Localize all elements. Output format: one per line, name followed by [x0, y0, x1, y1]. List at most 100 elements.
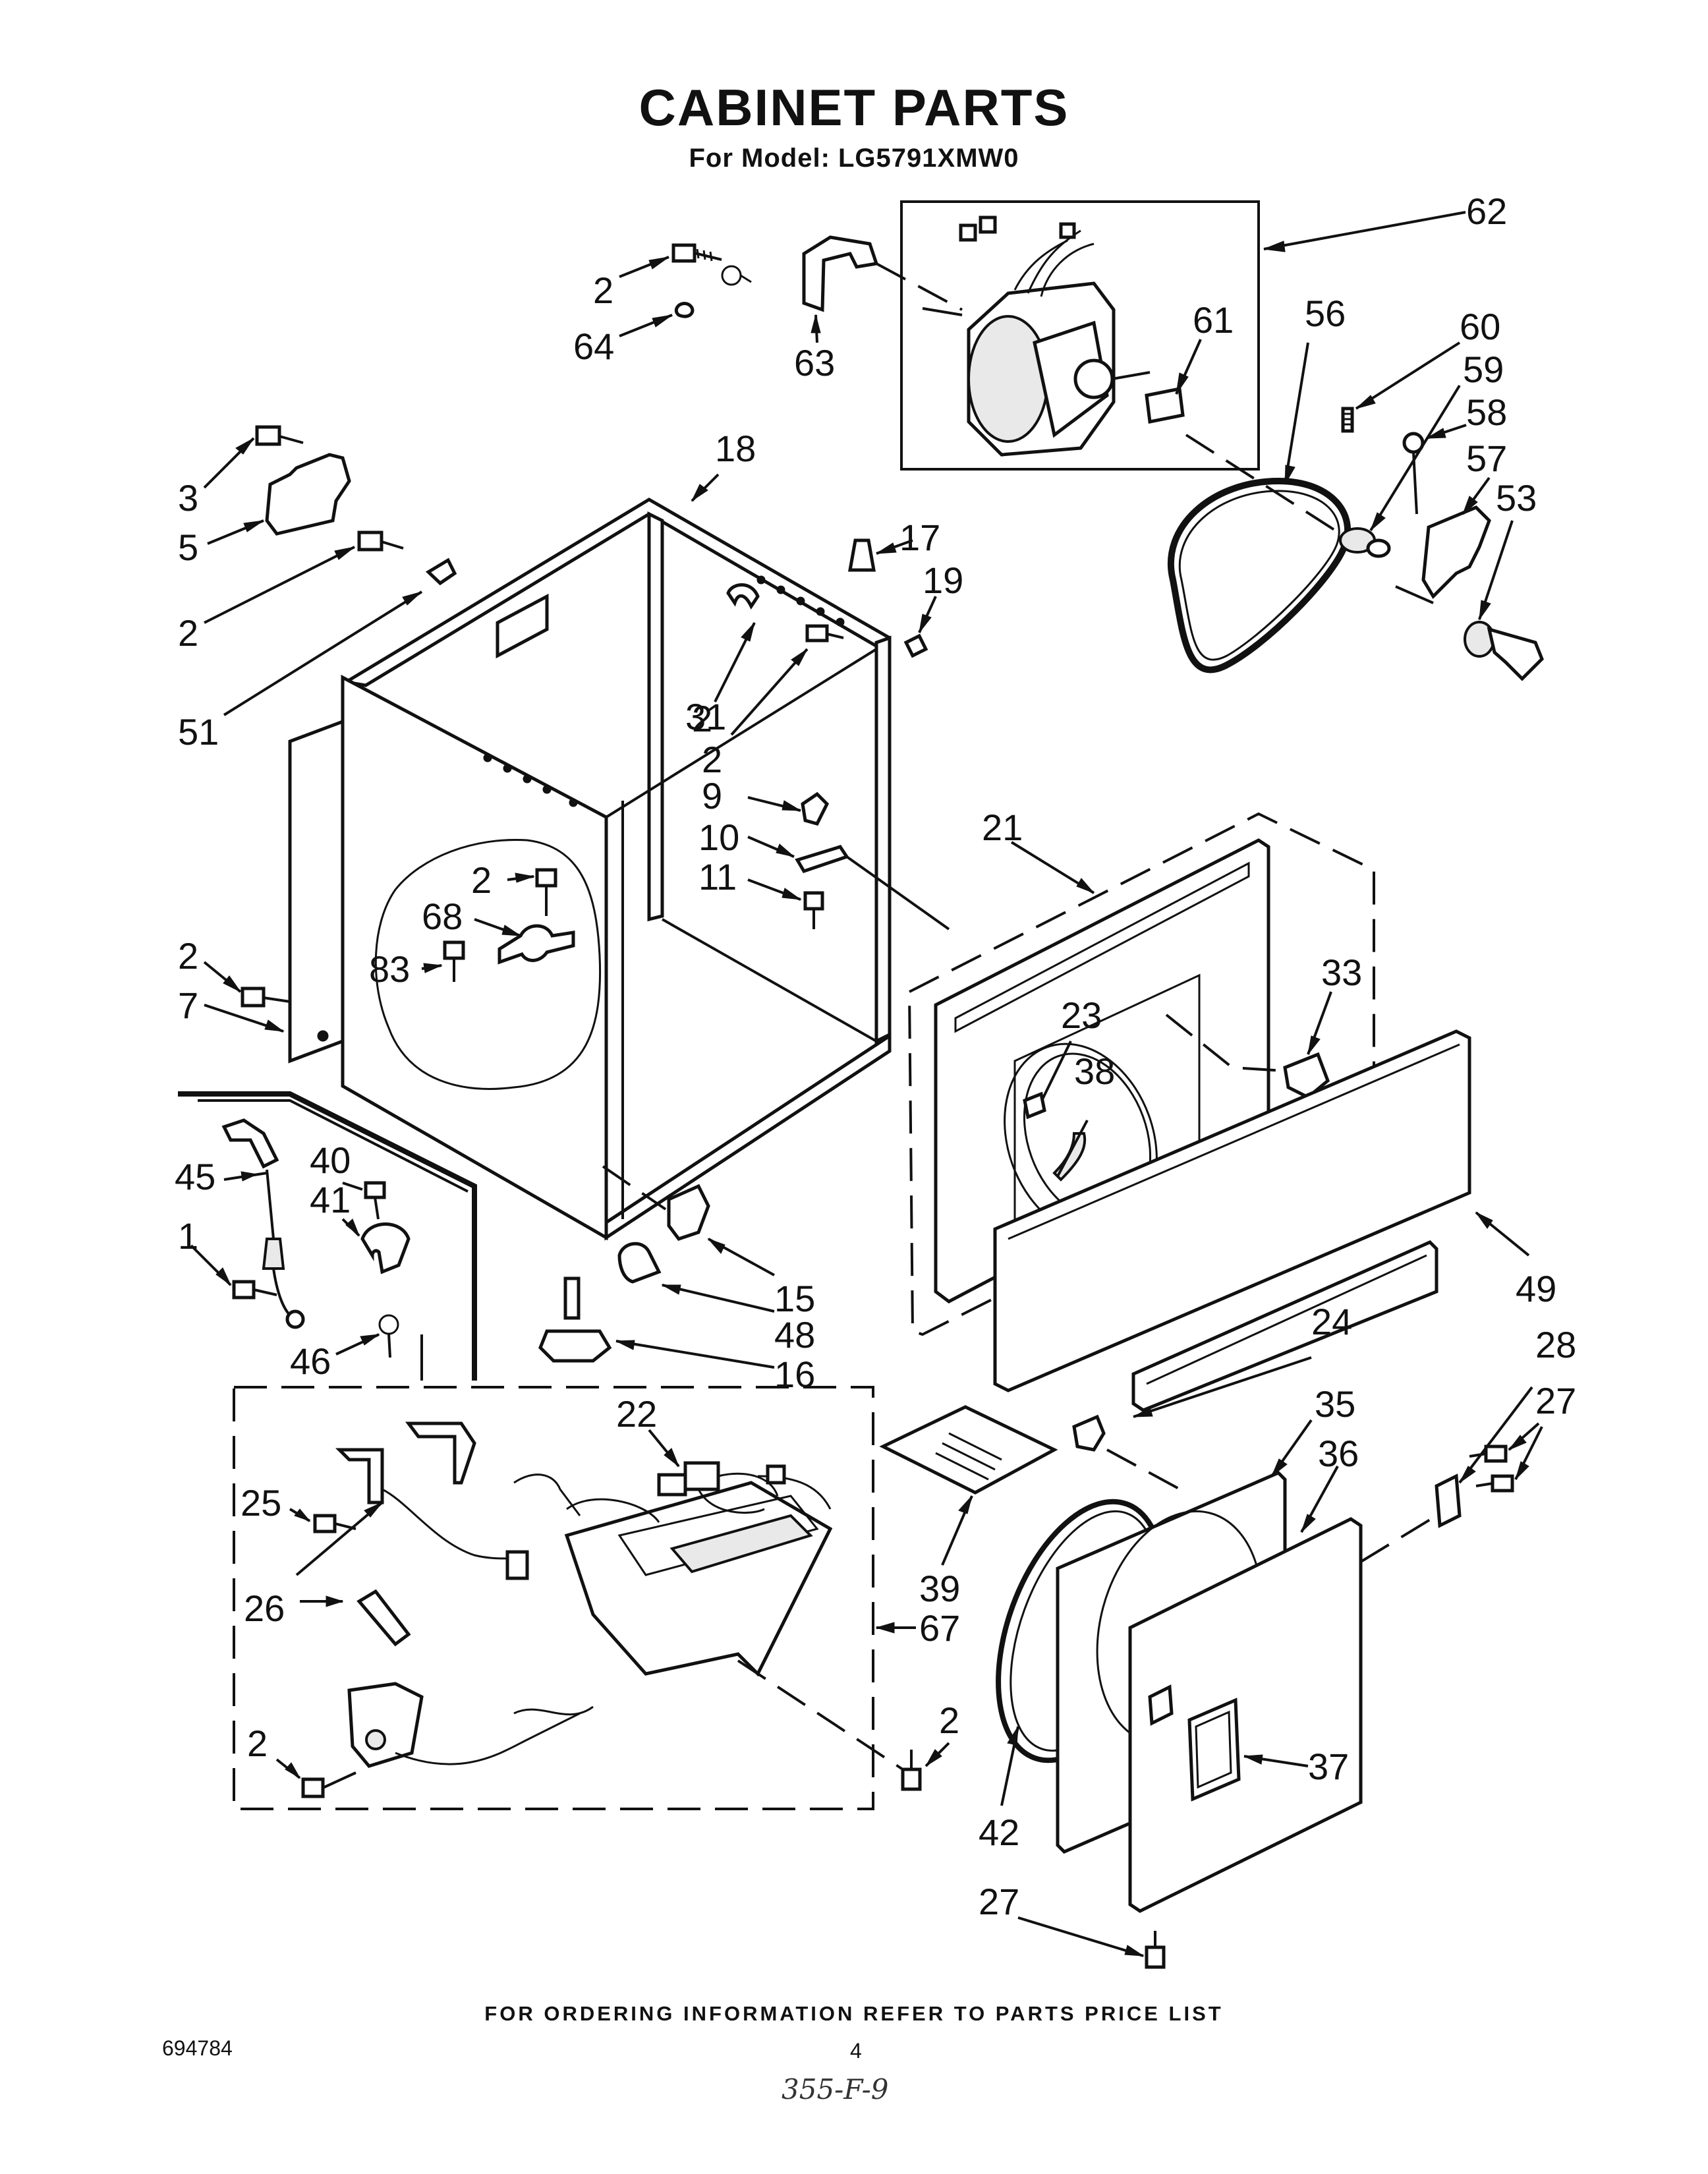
callout-label: 56: [1305, 293, 1346, 334]
route-10: [845, 855, 950, 930]
arrowhead-26b: [326, 1595, 344, 1607]
clip-31: [726, 583, 760, 610]
arrowhead-63: [811, 314, 821, 333]
leader-28: [1458, 1386, 1533, 1484]
arrowhead-67: [875, 1622, 895, 1634]
arrowhead-5: [243, 520, 264, 532]
leader-24: [1133, 1356, 1312, 1418]
idler-shaft: [1402, 432, 1425, 454]
arrowhead-46: [360, 1334, 380, 1346]
arrowhead-7: [264, 1019, 285, 1032]
leader-23: [1041, 1041, 1072, 1100]
door-catch-35: [1072, 1414, 1106, 1452]
cord-plug: [221, 1118, 279, 1169]
callout-label: 45: [175, 1156, 215, 1197]
document-number: 694784: [162, 2036, 233, 2060]
callout-label: 27: [1535, 1380, 1576, 1421]
arrowhead-62: [1263, 241, 1286, 252]
callout-labels: 62 2 64 63 61 56 60 59 58 57 53 18 17 19…: [175, 190, 1576, 1922]
idler-spring: [1341, 407, 1354, 433]
panel-49: [993, 1029, 1471, 1392]
arrowhead-27c: [1124, 1945, 1145, 1957]
arrowhead-2g: [925, 1749, 942, 1767]
callout-label: 67: [919, 1607, 960, 1649]
idler-pulley-arm: [1464, 621, 1544, 681]
screw-2f: [301, 1771, 356, 1798]
clip-51: [425, 558, 457, 586]
leader-59: [1369, 384, 1461, 532]
arrowhead-2f: [285, 1762, 301, 1779]
leader-40: [342, 1182, 363, 1191]
arrowhead-57: [1462, 496, 1478, 515]
callout-label: 1: [178, 1215, 198, 1257]
leader-2b: [204, 546, 355, 624]
arrowhead-27b: [1515, 1461, 1529, 1480]
control-box-assembly: [233, 1386, 950, 1810]
screw-2c: [805, 624, 844, 643]
callout-label: 25: [241, 1482, 281, 1524]
callout-label: 59: [1463, 349, 1504, 390]
arrowhead-19: [919, 614, 932, 633]
arrowhead-15: [707, 1238, 726, 1254]
callout-label: 60: [1460, 306, 1500, 347]
clip-17: [848, 538, 876, 572]
arrowhead-83: [423, 963, 443, 973]
arrowhead-56: [1284, 465, 1295, 485]
arrowhead-25: [294, 1508, 311, 1522]
screw-3: [255, 425, 304, 446]
screw-40: [364, 1181, 386, 1220]
callout-label: 2: [178, 612, 198, 654]
door-assembly: [996, 1386, 1543, 1969]
screw-27a: [1469, 1445, 1508, 1463]
terminal-block-bracket: [347, 1682, 424, 1768]
callout-label: 10: [698, 816, 739, 858]
part-26: [356, 1589, 411, 1647]
bracket-left-1: [335, 1448, 384, 1504]
arrowhead-35: [1270, 1458, 1288, 1477]
arrowhead-9: [782, 800, 801, 811]
panel-24: [1131, 1240, 1438, 1412]
outer-door-36: [1128, 1517, 1363, 1913]
leader-60: [1355, 341, 1461, 410]
callout-label: 62: [1466, 190, 1507, 232]
screw-83: [443, 940, 465, 982]
page-number: 4: [850, 2039, 862, 2063]
switch-10: [795, 845, 849, 874]
callout-label: 2: [471, 859, 492, 901]
callout-label: 22: [616, 1393, 657, 1435]
tab-19: [903, 633, 928, 658]
arrowhead-42: [1007, 1726, 1019, 1746]
callout-label: 63: [794, 342, 835, 384]
callout-label: 49: [1516, 1268, 1556, 1309]
clip-ring: [721, 265, 742, 286]
callout-label: 7: [178, 985, 198, 1026]
arrowhead-2e: [223, 975, 241, 992]
callout-label: 3: [178, 477, 198, 519]
arrowhead-16: [615, 1340, 635, 1350]
callout-label: 2: [702, 739, 722, 780]
callout-label: 2: [247, 1723, 268, 1764]
arrowhead-58: [1425, 428, 1446, 439]
callout-label: 58: [1466, 391, 1507, 433]
screw-2e: [241, 987, 291, 1008]
arrowhead-41: [345, 1218, 360, 1237]
wire-clip: [674, 302, 695, 318]
leader-51: [223, 590, 423, 716]
cabinet-frame: [341, 473, 892, 1241]
ground-bracket: [802, 235, 879, 312]
dashed-route-belt: [1185, 434, 1352, 542]
drive-belt: [1167, 477, 1351, 673]
bracket-9: [801, 791, 830, 826]
arrowhead-11: [782, 888, 802, 900]
callout-label: 42: [979, 1812, 1019, 1853]
idler-bracket: [1421, 505, 1491, 600]
handwritten-note: 355-F-9: [782, 2073, 889, 2105]
screw-2b: [357, 530, 404, 552]
arrowhead-22: [664, 1448, 680, 1468]
screw-27c: [1145, 1931, 1166, 1969]
cabinet-hardware: [714, 538, 950, 930]
leader-62: [1263, 211, 1466, 250]
callout-label: 61: [1193, 299, 1234, 341]
callout-label: 31: [685, 696, 726, 737]
